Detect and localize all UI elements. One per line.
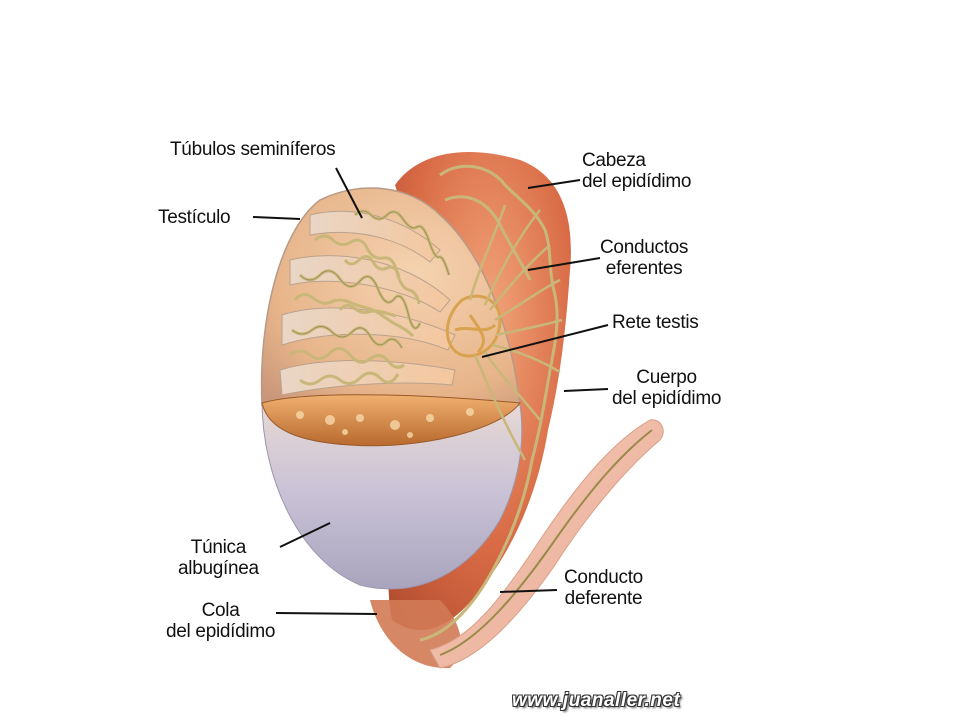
leader-lines <box>252 167 609 615</box>
label-cabeza-line1: Cabeza <box>582 150 646 171</box>
testis-lower-shape <box>261 399 523 590</box>
vas-deferens-lumen <box>439 429 653 656</box>
label-conducto-deferente: Conducto deferente <box>564 567 643 609</box>
label-testiculo: Testículo <box>158 207 231 228</box>
label-cuerpo-line2: del epidídimo <box>612 388 722 409</box>
vas-deferens-shape <box>429 419 664 669</box>
label-rete-testis: Rete testis <box>612 312 699 333</box>
label-tunica-line1: Túnica <box>190 537 247 558</box>
label-tunica-line2: albugínea <box>178 558 259 579</box>
label-deferente-line1: Conducto <box>564 567 643 588</box>
label-cola-epididimo: Cola del epidídimo <box>166 600 275 642</box>
label-cola-line1: Cola <box>201 600 240 621</box>
label-cuerpo-epididimo: Cuerpo del epidídimo <box>612 367 721 409</box>
label-conductos-line1: Conductos <box>600 237 689 258</box>
label-cabeza-line2: del epidídimo <box>582 171 692 192</box>
rete-testis-network <box>445 294 502 358</box>
label-conductos-eferentes: Conductos eferentes <box>600 237 688 279</box>
label-testiculo-text: Testículo <box>158 207 231 228</box>
watermark-text: www.juanaller.net <box>512 690 681 711</box>
cut-surface <box>261 394 521 447</box>
epididymis-duct <box>419 164 559 642</box>
label-tubulos-seminiferos: Túbulos seminíferos <box>170 139 336 160</box>
label-tubulos-text: Túbulos seminíferos <box>170 139 336 160</box>
label-cabeza-epididimo: Cabeza del epidídimo <box>582 150 691 192</box>
label-conductos-line2: eferentes <box>605 258 683 279</box>
label-deferente-line2: deferente <box>564 588 643 609</box>
label-cola-line2: del epidídimo <box>166 621 276 642</box>
label-tunica-albuginea: Túnica albugínea <box>178 537 259 579</box>
label-rete-text: Rete testis <box>612 312 699 333</box>
label-cuerpo-line1: Cuerpo <box>636 367 697 388</box>
